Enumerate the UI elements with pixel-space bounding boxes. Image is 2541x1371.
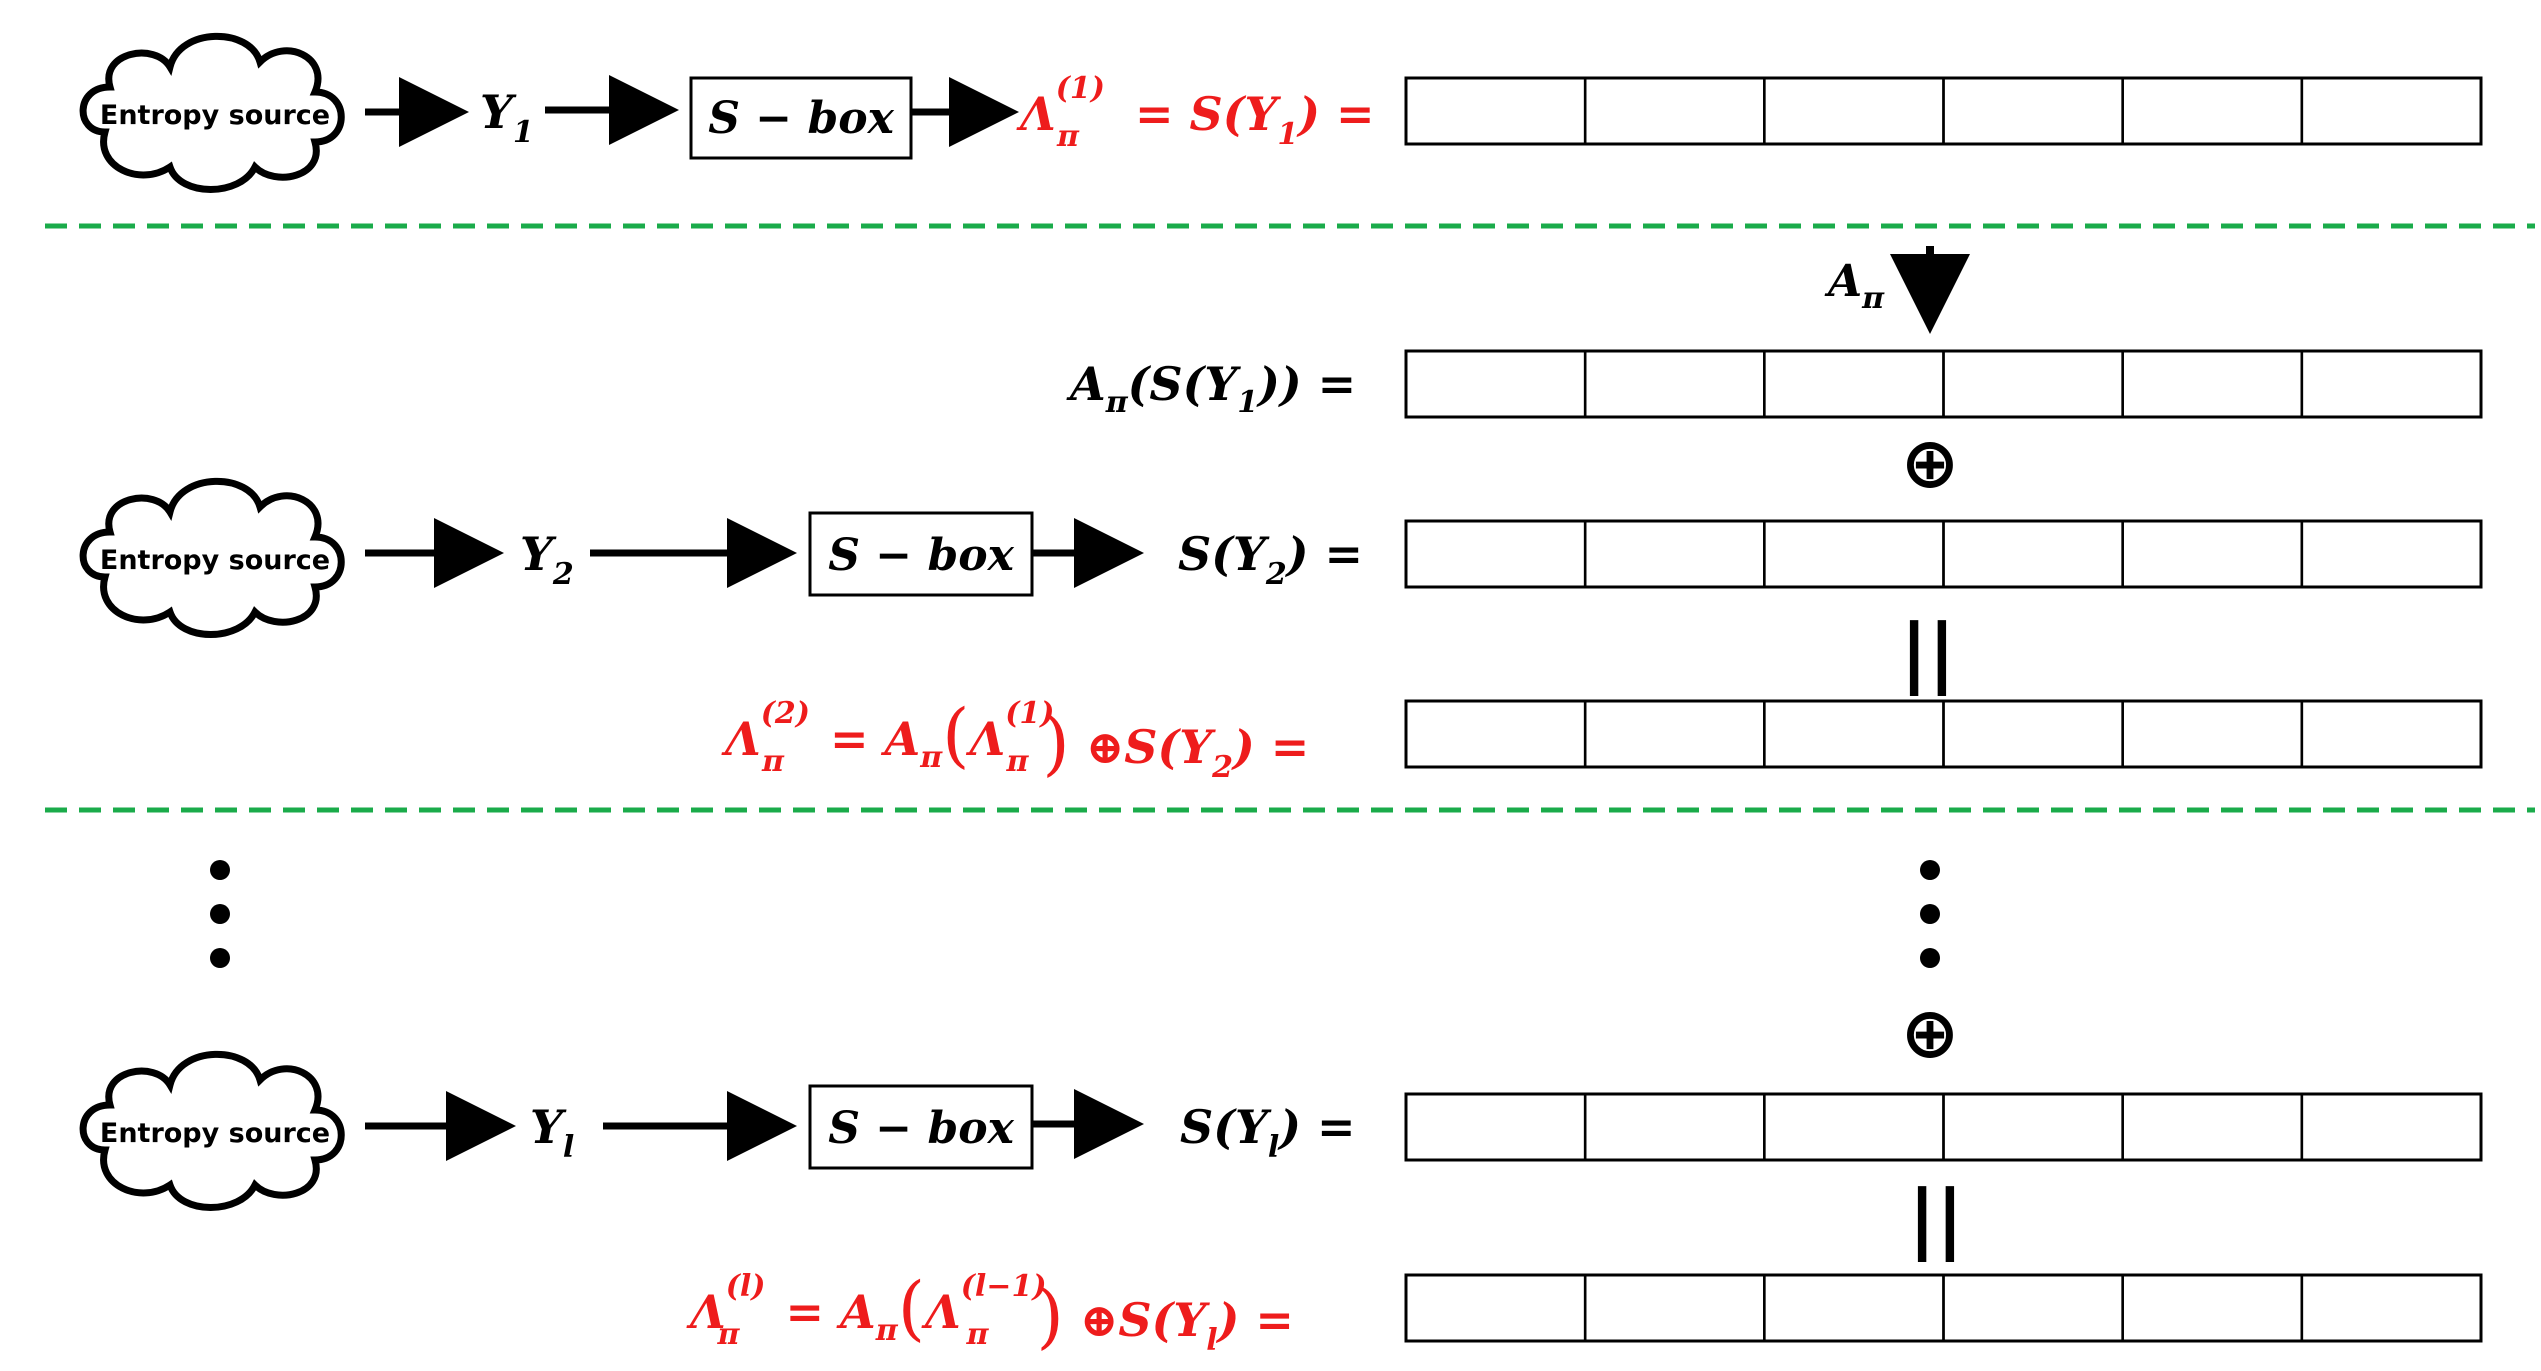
entropy-source-label: Entropy source <box>100 545 330 576</box>
lambda2-formula: Λ(2)π = Aπ(Λ(1)π) ⊕S(Y2) = <box>721 694 1309 785</box>
input-yl: Yl <box>530 1100 574 1165</box>
entropy-source-label: Entropy source <box>100 1118 330 1149</box>
ellipsis-right <box>1920 860 1940 968</box>
row-2: Entropy source Y2 S − box S(Y2) = || Λ(2… <box>79 477 2483 785</box>
cloud-icon: Entropy source <box>79 1050 345 1211</box>
register-cell <box>2300 519 2483 589</box>
register-perm <box>1404 349 2483 419</box>
register-s-yl <box>1404 1092 2483 1162</box>
register-lambdal <box>1404 1273 2483 1343</box>
register-lambda1 <box>1404 76 2483 146</box>
input-y2: Y2 <box>520 527 574 592</box>
s-yl-formula: S(Yl) = <box>1180 1100 1356 1165</box>
sbox-1-label: S − box <box>708 93 894 144</box>
permutation-step: Aπ Aπ(S(Y1)) = ⊕ <box>1066 246 2483 504</box>
sbox-1 <box>689 76 913 160</box>
lambdal-formula: Λ(l)π = Aπ(Λ(l−1)π) ⊕S(Yl) = <box>686 1267 1294 1358</box>
xor-symbol-2: ⊕ <box>1901 992 1960 1074</box>
input-y1: Y1 <box>480 85 534 150</box>
xor-symbol-1: ⊕ <box>1901 422 1960 504</box>
sbox-l-label: S − box <box>828 1103 1014 1154</box>
perm-label: Aπ <box>1824 256 1885 316</box>
register-cell <box>2300 1273 2483 1343</box>
s-y2-formula: S(Y2) = <box>1178 527 1363 592</box>
register-s-y2 <box>1404 519 2483 589</box>
entropy-source-label: Entropy source <box>100 100 330 131</box>
row-1: Entropy source Y1 S − box Λ(1)π = S(Y1) … <box>79 32 2483 193</box>
register-cell <box>2300 76 2483 146</box>
sbox-2 <box>808 511 1034 597</box>
perm-applied-formula: Aπ(S(Y1)) = <box>1066 357 1356 420</box>
sbox-2-label: S − box <box>828 530 1014 581</box>
ellipsis-left <box>210 860 230 968</box>
register-cell <box>2300 349 2483 419</box>
register-cell <box>2300 699 2483 769</box>
register-cell <box>2300 1092 2483 1162</box>
lambda1-formula: Λ(1)π = S(Y1) = <box>1016 71 1375 154</box>
row-l: Entropy source Yl S − box S(Yl) = || Λ(l… <box>79 1050 2483 1358</box>
cloud-icon: Entropy source <box>79 477 345 638</box>
register-lambda2 <box>1404 699 2483 769</box>
equals-vertical-2: || <box>1908 1173 1964 1263</box>
cloud-icon: Entropy source <box>79 32 345 193</box>
equals-vertical-1: || <box>1900 607 1956 697</box>
